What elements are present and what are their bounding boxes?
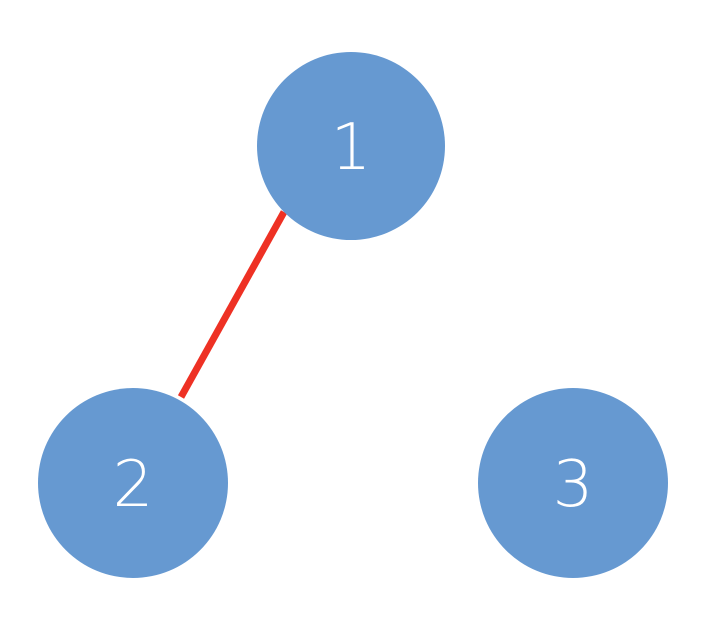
node-circle-3[interactable] — [478, 388, 668, 578]
node-layer: 1 2 3 — [38, 52, 668, 578]
graph-node-1[interactable]: 1 — [257, 52, 445, 240]
node-circle-2[interactable] — [38, 388, 228, 578]
graph-node-2[interactable]: 2 — [38, 388, 228, 578]
graph-node-3[interactable]: 3 — [478, 388, 668, 578]
node-label-1: 1 — [331, 111, 372, 185]
edge-layer — [177, 210, 288, 399]
node-circle-1[interactable] — [257, 52, 445, 240]
node-label-3: 3 — [553, 448, 594, 522]
graph-edge-1-2[interactable] — [177, 210, 288, 399]
node-label-2: 2 — [113, 448, 154, 522]
